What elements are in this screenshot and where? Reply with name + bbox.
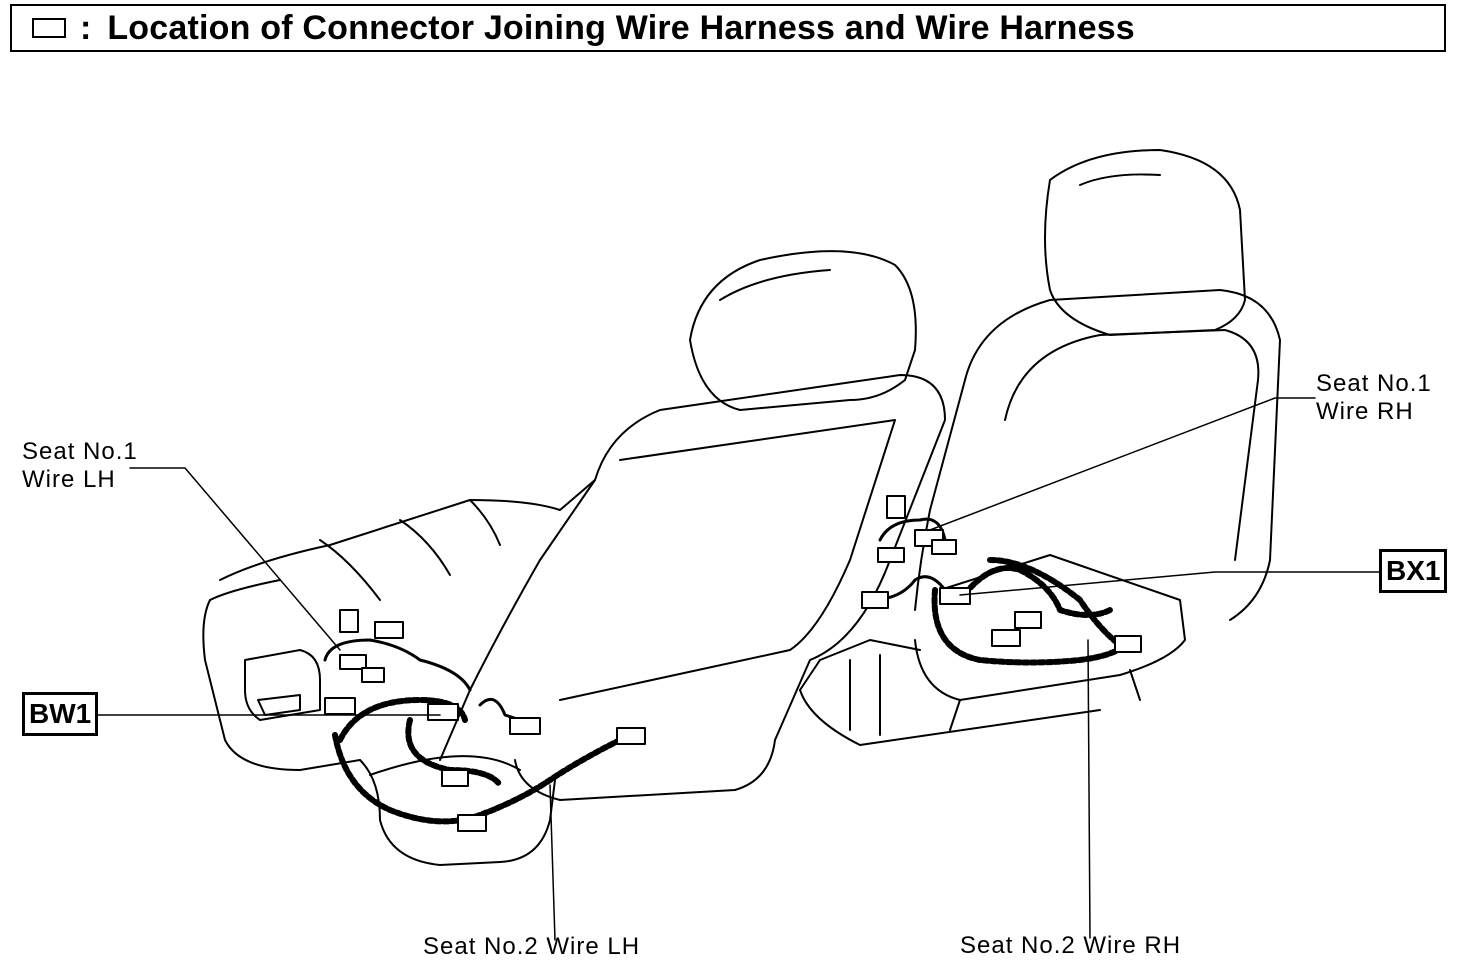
- title-colon: :: [80, 8, 92, 47]
- wire-thin-lines: [323, 517, 947, 722]
- page-title: Location of Connector Joining Wire Harne…: [107, 8, 1135, 47]
- wire-harness-rh: [931, 557, 1133, 666]
- label-seat2-wire-lh: Seat No.2 Wire LH: [423, 933, 641, 960]
- connector-code-bw1: BW1: [22, 692, 99, 736]
- label-seat2-wire-rh: Seat No.2 Wire RH: [960, 932, 1182, 959]
- label-seat1-rh-line1: Seat No.1: [1316, 370, 1432, 397]
- label-seat1-rh-line2: Wire RH: [1316, 398, 1414, 425]
- label-seat1-wire-rh: Seat No.1 Wire RH: [1316, 370, 1432, 426]
- connector-blocks: [324, 495, 1142, 832]
- right-seat-drawing: [799, 149, 1281, 746]
- wire-harness-lh: [332, 697, 623, 825]
- title-bar: : Location of Connector Joining Wire Har…: [10, 4, 1446, 52]
- left-seat-drawing: [202, 250, 946, 866]
- leader-lines: [89, 397, 1381, 941]
- legend-box-icon: [32, 18, 66, 38]
- label-seat1-wire-lh: Seat No.1 Wire LH: [22, 438, 138, 494]
- label-seat1-lh-line1: Seat No.1: [22, 438, 138, 465]
- label-seat1-lh-line2: Wire LH: [22, 466, 116, 493]
- connector-code-bx1: BX1: [1379, 549, 1448, 593]
